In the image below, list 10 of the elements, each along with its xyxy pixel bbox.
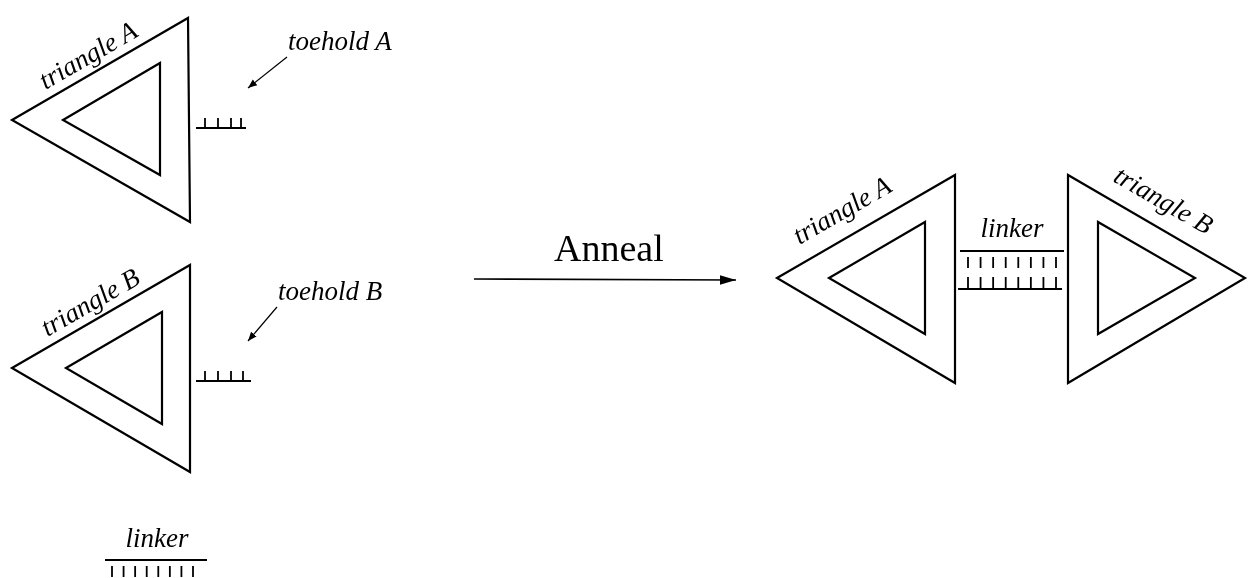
toehold-label: toehold A: [288, 28, 392, 55]
linker-strand: [959, 250, 1065, 269]
edge-label: linker: [980, 215, 1044, 242]
toehold-label: toehold B: [278, 278, 383, 305]
arrow: [473, 275, 737, 285]
edge-label: Anneal: [554, 229, 664, 267]
arrow: [247, 56, 288, 89]
linker-strand: [957, 276, 1063, 290]
arrow: [247, 306, 278, 342]
linker-label: linker: [125, 525, 189, 552]
